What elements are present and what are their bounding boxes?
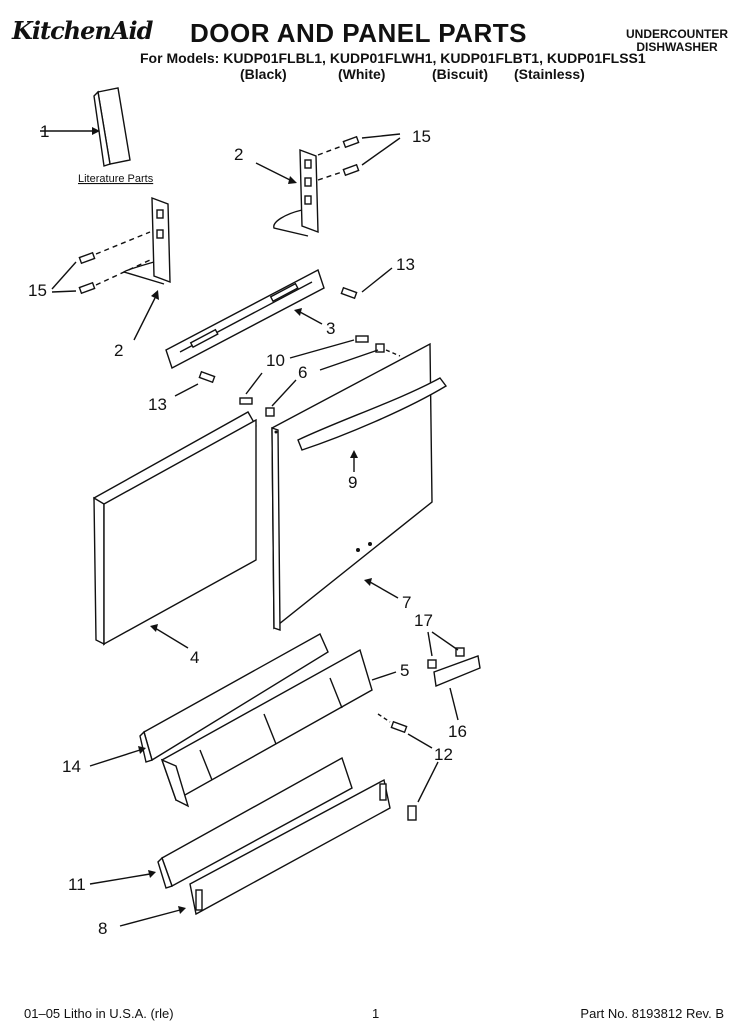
door-hinge-bracket-lower: [122, 196, 171, 285]
appliance-category: UNDERCOUNTER DISHWASHER: [626, 28, 728, 54]
page-title: DOOR AND PANEL PARTS: [190, 18, 527, 48]
callout-16: 16: [448, 722, 467, 741]
footer-page-number: 1: [372, 1006, 380, 1021]
models-line: For Models: KUDP01FLBL1, KUDP01FLWH1, KU…: [140, 50, 646, 66]
callout-13-right: 13: [396, 255, 415, 274]
toe-panel: [189, 778, 391, 916]
model-color: (Stainless): [514, 66, 585, 82]
door-handle: [297, 377, 448, 451]
footer-litho: 01–05 Litho in U.S.A. (rle): [24, 1006, 174, 1021]
outer-door-panel: [271, 342, 433, 631]
brand-logo: KitchenAid: [12, 16, 153, 45]
door-hinge-rail: [165, 268, 325, 370]
callout-10: 10: [266, 351, 285, 370]
callout-6: 6: [298, 363, 307, 382]
screw-15-lower: [51, 231, 151, 295]
model-color: (Black): [240, 66, 287, 82]
callout-2-lower: 2: [114, 341, 123, 360]
callout-15-upper: 15: [412, 127, 431, 146]
literature-parts-label: Literature Parts: [78, 173, 154, 185]
insulation-strip-lower: [157, 756, 353, 889]
callout-9: 9: [348, 473, 357, 492]
callout-3: 3: [326, 319, 335, 338]
callout-17: 17: [414, 611, 433, 630]
callout-13-left: 13: [148, 395, 167, 414]
model-number: KUDP01FLBL1,: [223, 50, 326, 66]
callout-7: 7: [402, 593, 411, 612]
callout-11: 11: [68, 875, 86, 894]
callout-5: 5: [400, 661, 409, 680]
category-line-2: DISHWASHER: [636, 40, 718, 54]
callout-15-lower: 15: [28, 281, 47, 300]
callout-12: 12: [434, 745, 453, 764]
screw-and-clip-10-6: [239, 335, 401, 417]
model-number: KUDP01FLBT1,: [440, 50, 543, 66]
screw-13-right: [340, 267, 393, 300]
model-number: KUDP01FLWH1,: [329, 50, 437, 66]
exploded-parts-diagram: 1 Literature Parts 2 15 2 15: [28, 87, 481, 938]
model-color: (White): [338, 66, 386, 82]
door-hinge-bracket-upper: [273, 148, 319, 237]
category-line-1: UNDERCOUNTER: [626, 27, 728, 41]
models-prefix: For Models:: [140, 50, 220, 66]
callout-1: 1: [40, 122, 49, 141]
literature-parts-book: [40, 87, 131, 167]
callout-14: 14: [62, 757, 81, 776]
footer-part-number: Part No. 8193812 Rev. B: [580, 1006, 724, 1021]
screw-12: [377, 713, 439, 821]
callout-4: 4: [190, 648, 199, 667]
callout-8: 8: [98, 919, 107, 938]
model-number: KUDP01FLSS1: [546, 50, 646, 66]
handle-end-cap-16-17: [427, 631, 481, 721]
toe-panel-support-channel: [160, 648, 373, 808]
screw-15-upper: [317, 133, 401, 181]
callout-2-upper: 2: [234, 145, 243, 164]
insulation-strip-upper: [139, 633, 329, 763]
screw-13-left: [174, 370, 216, 397]
model-color: (Biscuit): [432, 66, 488, 82]
inner-door-panel: [93, 411, 257, 647]
